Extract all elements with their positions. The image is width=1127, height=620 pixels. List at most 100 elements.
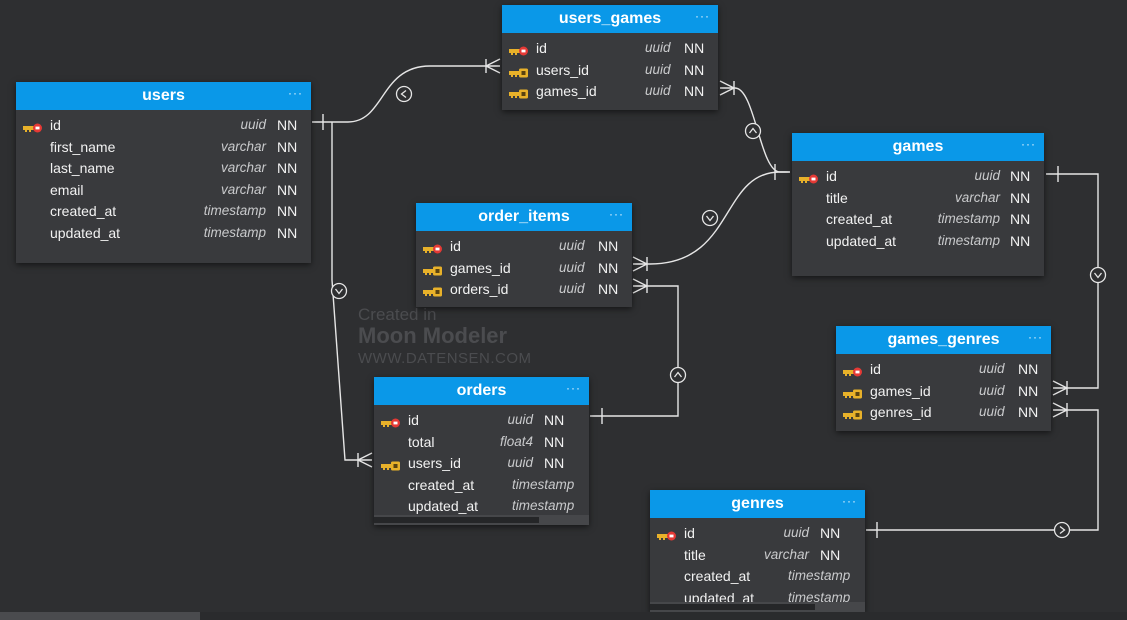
column-name: created_at <box>826 211 893 228</box>
primary-key-icon <box>843 364 863 377</box>
relationship-users-to-orders <box>330 122 373 468</box>
entity-header[interactable]: users ··· <box>16 82 311 110</box>
not-null-flag: NN <box>820 546 841 563</box>
more-menu-icon[interactable]: ··· <box>566 381 581 395</box>
watermark-line-1: Created in <box>358 305 437 324</box>
column-type: uuid <box>559 281 585 297</box>
column-type: timestamp <box>788 568 851 584</box>
more-menu-icon[interactable]: ··· <box>695 9 710 23</box>
column-type: timestamp <box>512 498 575 514</box>
foreign-key-icon <box>509 65 529 78</box>
horizontal-scrollbar[interactable] <box>374 515 589 525</box>
primary-key-icon <box>381 415 401 428</box>
relationship-games-to-games-genres <box>1046 166 1107 396</box>
column-name: id <box>450 238 461 254</box>
scrollbar-thumb[interactable] <box>650 604 815 610</box>
more-menu-icon[interactable]: ··· <box>1021 137 1036 151</box>
not-null-flag: NN <box>544 455 565 472</box>
not-null-flag: NN <box>684 40 705 56</box>
column-type: varchar <box>954 189 1000 205</box>
primary-key-icon <box>423 241 443 254</box>
entity-header[interactable]: users_games ··· <box>502 5 718 33</box>
column-name: email <box>50 181 84 198</box>
horizontal-scrollbar[interactable] <box>650 602 865 612</box>
column-type: uuid <box>979 361 1005 376</box>
column-name: updated_at <box>50 224 121 241</box>
entity-header[interactable]: games ··· <box>792 133 1044 161</box>
more-menu-icon[interactable]: ··· <box>288 86 303 100</box>
column-type: uuid <box>559 238 585 253</box>
more-menu-icon[interactable]: ··· <box>1028 330 1043 344</box>
column-type: uuid <box>507 455 533 471</box>
more-menu-icon[interactable]: ··· <box>609 207 624 221</box>
entity-header[interactable]: order_items ··· <box>416 203 632 231</box>
column-type: timestamp <box>788 589 851 605</box>
column-type: timestamp <box>512 476 575 492</box>
column-row-created-at[interactable]: created_at timestamp <box>650 565 865 587</box>
column-type: uuid <box>645 83 671 99</box>
column-name: updated_at <box>826 232 897 249</box>
column-name: genres_id <box>870 404 932 421</box>
not-null-flag: NN <box>820 525 841 541</box>
entity-header[interactable]: orders ··· <box>374 377 589 405</box>
column-name: users_id <box>536 61 589 78</box>
canvas-horizontal-scrollbar[interactable] <box>0 612 1127 620</box>
primary-key-icon <box>509 43 529 56</box>
canvas-scrollbar-thumb[interactable] <box>0 612 200 620</box>
not-null-flag: NN <box>684 61 705 78</box>
not-null-flag: NN <box>598 281 619 298</box>
column-name: created_at <box>684 568 751 585</box>
more-menu-icon[interactable]: ··· <box>842 494 857 508</box>
entity-header[interactable]: games_genres ··· <box>836 326 1051 354</box>
not-null-flag: NN <box>598 259 619 276</box>
entity-title: games_genres <box>887 331 1000 348</box>
scrollbar-thumb[interactable] <box>374 517 539 523</box>
not-null-flag: NN <box>544 433 565 450</box>
entity-header[interactable]: genres ··· <box>650 490 865 518</box>
primary-key-icon <box>23 120 43 133</box>
not-null-flag: NN <box>544 412 565 428</box>
foreign-key-icon <box>381 458 401 471</box>
relationship-users-to-users-games <box>312 58 501 130</box>
foreign-key-icon <box>843 407 863 420</box>
